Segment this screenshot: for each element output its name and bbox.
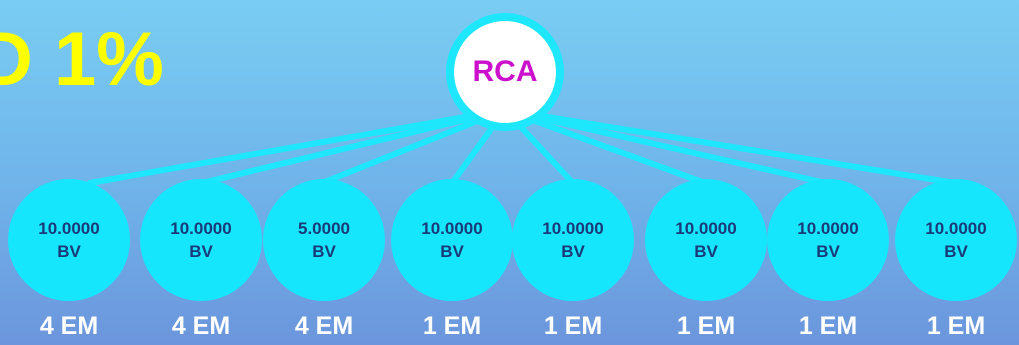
connector-line-8: [502, 107, 958, 186]
node-8-value: 10.0000: [925, 219, 987, 238]
root-node: RCA: [446, 13, 564, 131]
node-7-em-label: 1 EM: [798, 312, 858, 340]
headline-text: D 1%: [0, 17, 164, 102]
node-6-em-label: 1 EM: [676, 312, 736, 340]
node-2-em-label: 4 EM: [171, 312, 231, 340]
connector-line-6: [502, 107, 708, 186]
node-8-em-label: 1 EM: [926, 312, 986, 340]
node-8-unit: BV: [944, 242, 968, 261]
node-4-unit: BV: [440, 242, 464, 261]
node-3-em-label: 4 EM: [294, 312, 354, 340]
node-3-unit: BV: [312, 242, 336, 261]
node-2-unit: BV: [189, 242, 213, 261]
node-2-value: 10.0000: [170, 219, 232, 238]
node-1-unit: BV: [57, 242, 81, 261]
node-1-em-label: 4 EM: [39, 312, 99, 340]
node-7-value: 10.0000: [797, 219, 859, 238]
node-1: 10.0000 BV: [8, 179, 130, 301]
node-8: 10.0000 BV: [895, 179, 1017, 301]
node-6-value: 10.0000: [675, 219, 737, 238]
connector-line-7: [502, 107, 829, 186]
root-node-label: RCA: [472, 55, 538, 88]
node-3: 5.0000 BV: [263, 179, 385, 301]
connector-line-1: [87, 107, 508, 186]
node-5-value: 10.0000: [542, 219, 604, 238]
node-4: 10.0000 BV: [391, 179, 513, 301]
node-5: 10.0000 BV: [512, 179, 634, 301]
node-6: 10.0000 BV: [645, 179, 767, 301]
node-5-em-label: 1 EM: [543, 312, 603, 340]
node-2: 10.0000 BV: [140, 179, 262, 301]
node-4-em-label: 1 EM: [422, 312, 482, 340]
node-3-value: 5.0000: [298, 219, 350, 238]
node-6-unit: BV: [694, 242, 718, 261]
node-4-value: 10.0000: [421, 219, 483, 238]
connector-line-2: [199, 107, 508, 186]
node-1-value: 10.0000: [38, 219, 100, 238]
node-7-unit: BV: [816, 242, 840, 261]
node-7: 10.0000 BV: [767, 179, 889, 301]
node-5-unit: BV: [561, 242, 585, 261]
